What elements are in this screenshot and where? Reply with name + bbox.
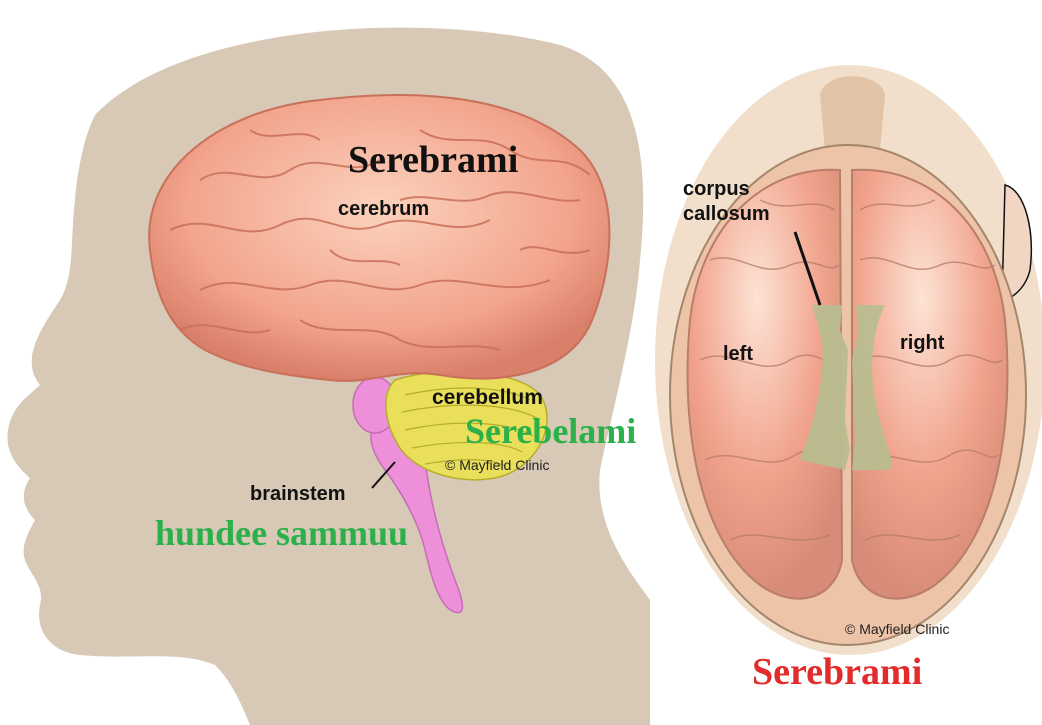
label-corpus-line2: callosum (683, 203, 770, 226)
label-corpus-line1: corpus (683, 178, 750, 201)
title-serebelami: Serebelami (465, 410, 636, 452)
label-cerebellum: cerebellum (432, 386, 543, 410)
label-cerebrum: cerebrum (338, 198, 429, 221)
credit-left: © Mayfield Clinic (445, 457, 549, 473)
label-left: left (723, 343, 753, 366)
title-serebrami-left: Serebrami (348, 138, 518, 182)
title-hundee-sammuu: hundee sammuu (155, 512, 408, 554)
title-serebrami-right: Serebrami (752, 650, 922, 694)
credit-right: © Mayfield Clinic (845, 621, 949, 637)
nose-shape (820, 76, 885, 150)
label-brainstem: brainstem (250, 483, 346, 506)
label-right: right (900, 332, 944, 355)
